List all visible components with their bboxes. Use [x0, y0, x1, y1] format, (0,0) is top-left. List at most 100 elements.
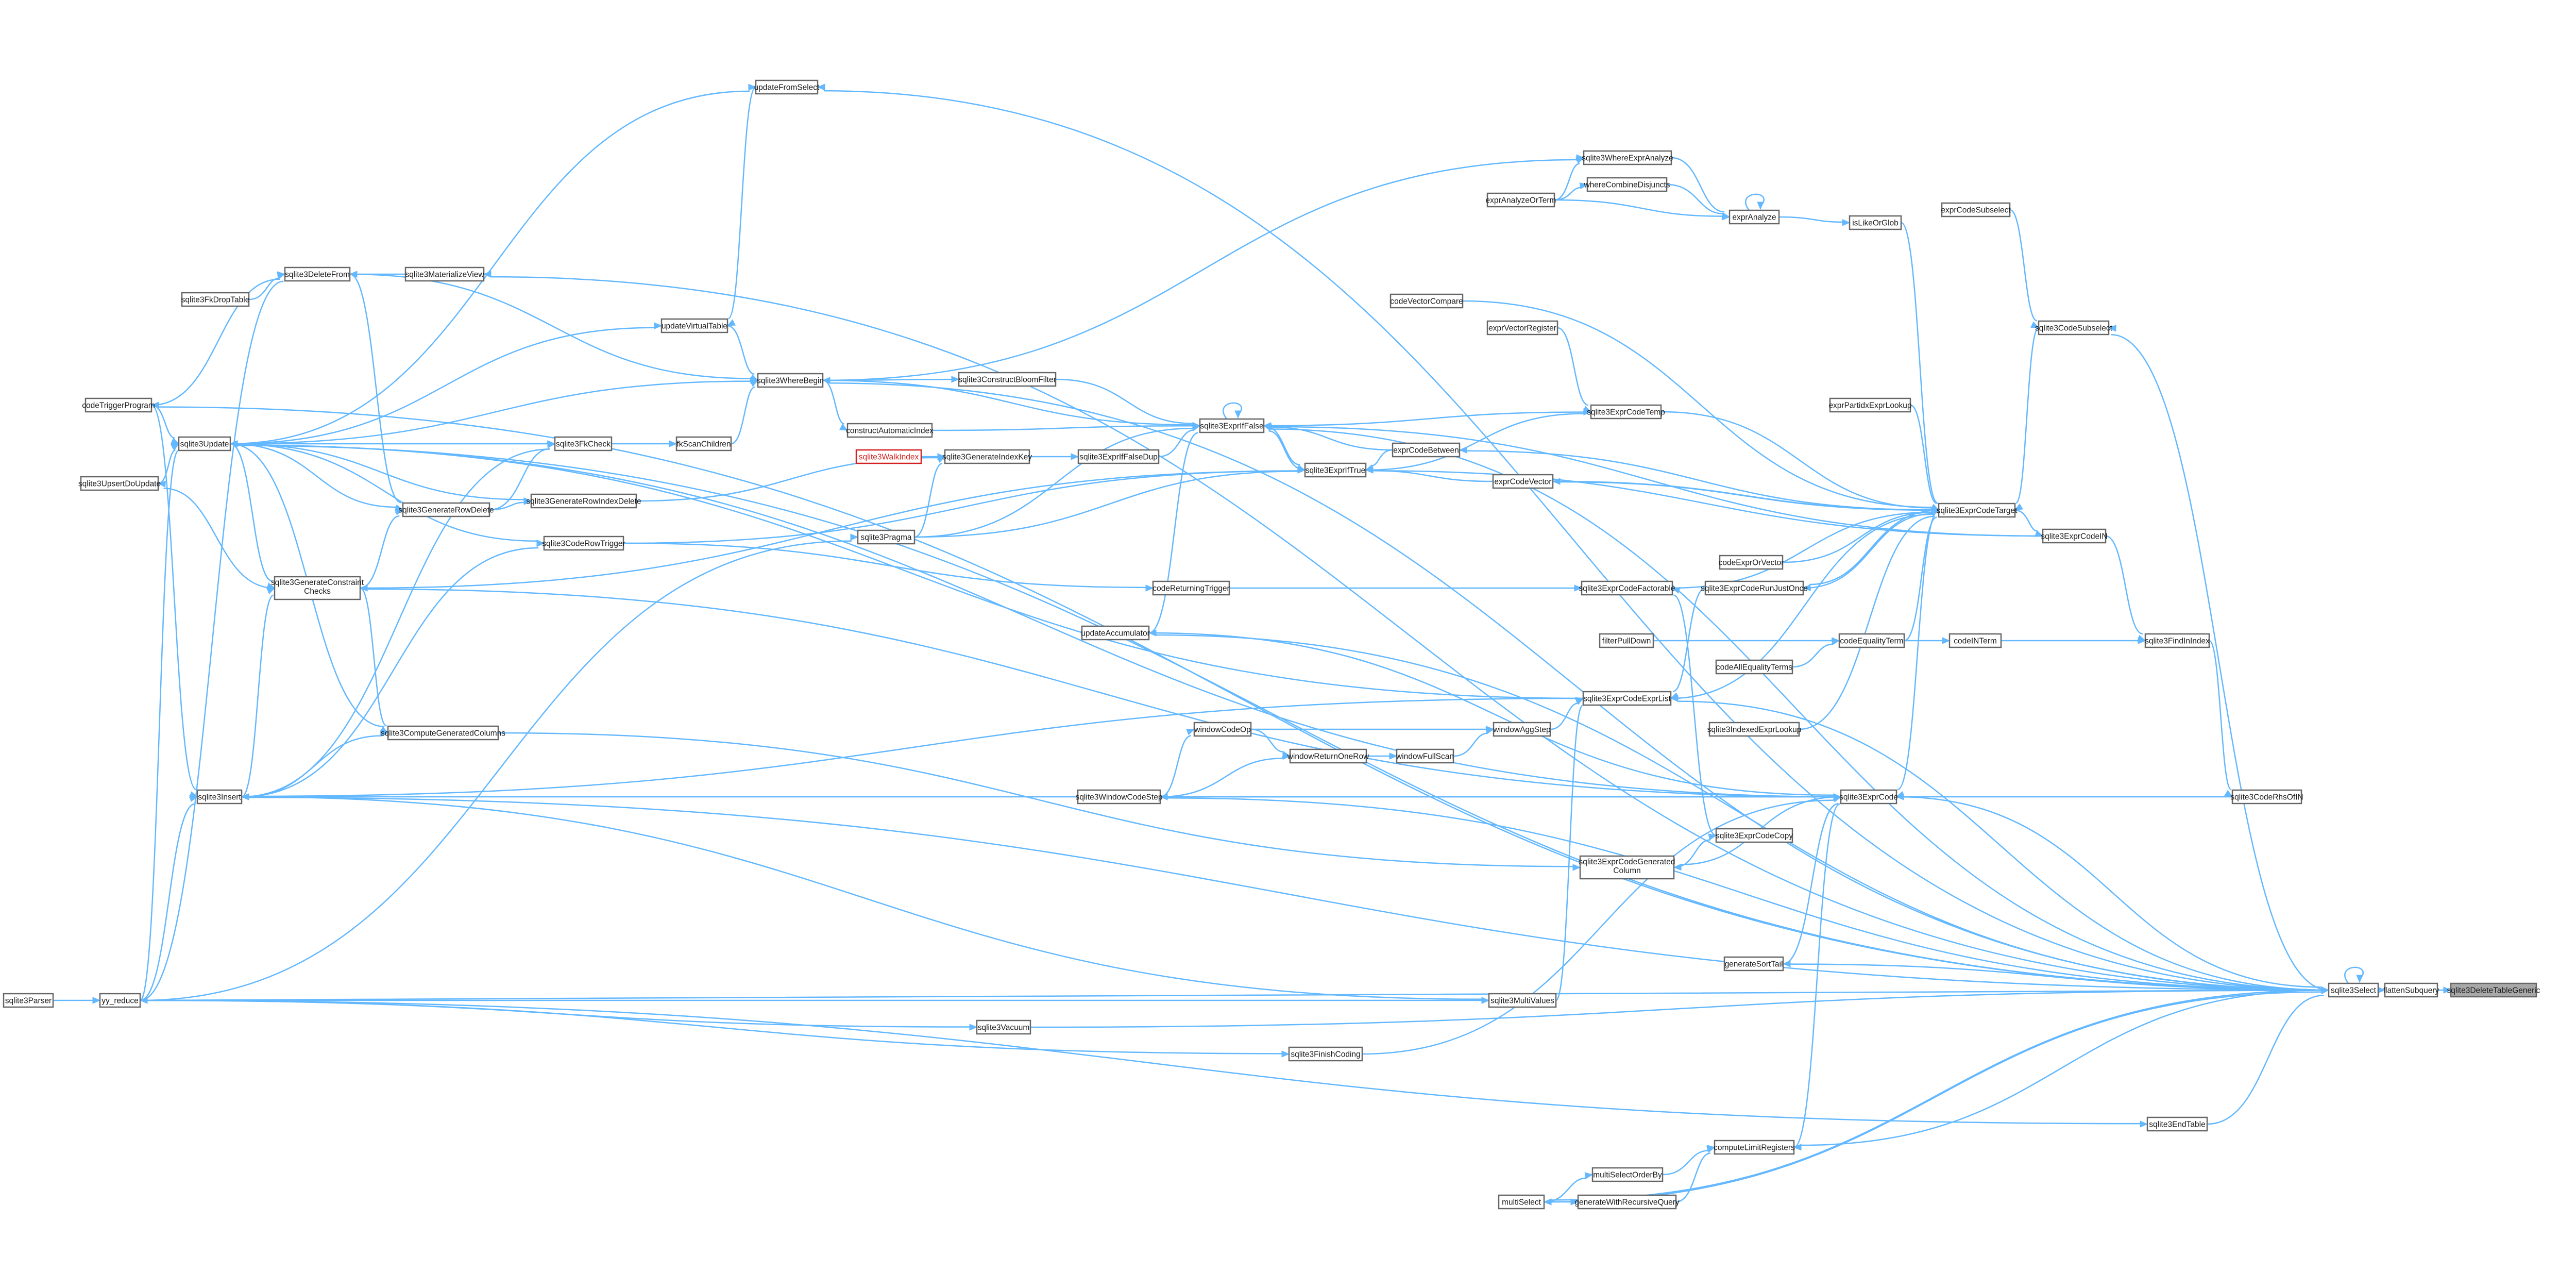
arrowhead-icon	[2108, 325, 2116, 332]
edge-window-code-op-to-window-return-one-row	[1250, 728, 1291, 758]
node-sqlite3-compute-generated-columns[interactable]: sqlite3ComputeGeneratedColumns	[381, 725, 505, 741]
node-sqlite3-expr-code-target[interactable]: sqlite3ExprCodeTarget	[1937, 503, 2018, 518]
node-sqlite3-fk-check[interactable]: sqlite3FkCheck	[554, 436, 613, 451]
node-sqlite3-construct-bloom-filter[interactable]: sqlite3ConstructBloomFilter	[958, 372, 1057, 387]
node-expr-code-subselect[interactable]: exprCodeSubselect	[1941, 202, 2011, 217]
node-label: codeEqualityTerm	[1840, 637, 1903, 646]
node-update-virtual-table[interactable]: updateVirtualTable	[660, 318, 728, 333]
node-box	[2450, 982, 2537, 998]
node-flatten-subquery[interactable]: flattenSubquery	[2383, 982, 2439, 998]
node-sqlite3-materialize-view[interactable]: sqlite3MaterializeView	[404, 266, 484, 282]
node-sqlite3-expr-code-copy[interactable]: sqlite3ExprCodeCopy	[1715, 828, 1793, 843]
arrowhead-icon	[2140, 1120, 2148, 1128]
node-sqlite3-multi-values[interactable]: sqlite3MultiValues	[1488, 993, 1557, 1008]
arrowhead-icon	[1365, 466, 1374, 474]
node-sqlite3-parser[interactable]: sqlite3Parser	[3, 993, 54, 1008]
node-box	[1193, 722, 1252, 737]
node-label: sqlite3GenerateIndexKey	[942, 453, 1032, 462]
node-expr-partidx-expr-lookup[interactable]: exprPartidxExprLookup	[1828, 397, 1912, 413]
node-sqlite3-expr-code-factorable[interactable]: sqlite3ExprCodeFactorable	[1579, 580, 1675, 596]
node-sqlite3-code-rhs-of-in[interactable]: sqlite3CodeRhsOfIN	[2230, 789, 2303, 805]
node-is-like-or-glob[interactable]: isLikeOrGlob	[1849, 215, 1902, 230]
node-window-return-one-row[interactable]: windowReturnOneRow	[1287, 748, 1369, 764]
node-code-equality-term[interactable]: codeEqualityTerm	[1838, 633, 1905, 648]
node-expr-code-vector[interactable]: exprCodeVector	[1492, 474, 1554, 489]
node-update-accumulator[interactable]: updateAccumulator	[1081, 625, 1150, 641]
node-window-code-op[interactable]: windowCodeOp	[1193, 722, 1252, 737]
node-sqlite3-walk-index[interactable]: sqlite3WalkIndex	[855, 449, 922, 464]
node-sqlite3-expr-code-run-just-once[interactable]: sqlite3ExprCodeRunJustOnce	[1701, 580, 1808, 596]
node-box	[1486, 192, 1555, 208]
node-generate-with-recursive-query[interactable]: generateWithRecursiveQuery	[1574, 1194, 1680, 1210]
arrowhead-icon	[229, 440, 238, 447]
edge-yy-reduce-to-sqlite3-multi-values	[140, 997, 1490, 1004]
node-sqlite3-upsert-do-update[interactable]: sqlite3UpsertDoUpdate	[78, 476, 161, 491]
node-sqlite3-find-in-index[interactable]: sqlite3FindInIndex	[2144, 633, 2210, 648]
node-code-expr-or-vector[interactable]: codeExprOrVector	[1719, 555, 1784, 570]
node-sqlite3-generate-index-key[interactable]: sqlite3GenerateIndexKey	[942, 449, 1032, 464]
node-sqlite3-finish-coding[interactable]: sqlite3FinishCoding	[1288, 1046, 1363, 1062]
node-sqlite3-expr-code-temp[interactable]: sqlite3ExprCodeTemp	[1587, 404, 1665, 420]
node-code-all-equality-terms[interactable]: codeAllEqualityTerms	[1715, 659, 1793, 675]
node-code-interm[interactable]: codeINTerm	[1948, 633, 2002, 648]
node-code-trigger-program[interactable]: codeTriggerProgram	[82, 397, 155, 413]
node-yy-reduce[interactable]: yy_reduce	[99, 993, 141, 1008]
node-filter-pull-down[interactable]: filterPullDown	[1599, 633, 1654, 648]
node-compute-limit-registers[interactable]: computeLimitRegisters	[1714, 1140, 1795, 1155]
node-generate-sort-tail[interactable]: generateSortTail	[1723, 956, 1784, 972]
edge-sqlite3-select-to-yy-reduce	[139, 989, 2329, 1004]
edge-update-virtual-table-to-sqlite3-where-begin	[727, 325, 759, 381]
node-expr-code-between[interactable]: exprCodeBetween	[1392, 442, 1461, 458]
node-fk-scan-children[interactable]: fkScanChildren	[675, 436, 732, 451]
node-multi-select-order-by[interactable]: multiSelectOrderBy	[1591, 1167, 1664, 1182]
node-box	[284, 266, 351, 282]
node-sqlite3-expr-code[interactable]: sqlite3ExprCode	[1839, 789, 1898, 805]
arrowhead-icon	[1673, 863, 1682, 871]
node-sqlite3-window-code-step[interactable]: sqlite3WindowCodeStep	[1076, 789, 1163, 805]
node-sqlite3-fk-drop-table[interactable]: sqlite3FkDropTable	[181, 292, 250, 307]
edge-update-accumulator-to-sqlite3-expr-if-false	[1148, 424, 1201, 634]
node-sqlite3-expr-if-true[interactable]: sqlite3ExprIfTrue	[1304, 462, 1367, 478]
node-sqlite3-insert[interactable]: sqlite3Insert	[196, 789, 243, 805]
arrowhead-icon	[1842, 219, 1851, 226]
edge-sqlite3-code-row-trigger-to-code-returning-trigger	[623, 542, 1154, 592]
node-multi-select[interactable]: multiSelect	[1498, 1194, 1545, 1210]
node-where-combine-disjuncts[interactable]: whereCombineDisjuncts	[1583, 177, 1670, 192]
node-code-vector-compare[interactable]: codeVectorCompare	[1389, 293, 1464, 309]
node-sqlite3-expr-if-false[interactable]: sqlite3ExprIfFalse	[1199, 418, 1265, 433]
node-sqlite3-delete-from[interactable]: sqlite3DeleteFrom	[284, 266, 351, 282]
node-expr-analyze[interactable]: exprAnalyze	[1728, 209, 1780, 225]
arrowhead-icon	[150, 401, 159, 409]
node-sqlite3-generate-row-delete[interactable]: sqlite3GenerateRowDelete	[398, 502, 494, 517]
edge-sqlite3-pragma-to-sqlite3-generate-index-key	[914, 456, 946, 538]
node-window-agg-step[interactable]: windowAggStep	[1493, 722, 1551, 737]
node-root[interactable]: sqlite3DeleteTableGeneric	[2447, 982, 2540, 998]
node-construct-automatic-index[interactable]: constructAutomaticIndex	[846, 423, 934, 438]
node-expr-analyze-or-term[interactable]: exprAnalyzeOrTerm	[1486, 192, 1556, 208]
node-sqlite3-select[interactable]: sqlite3Select	[2328, 982, 2379, 998]
node-window-full-scan[interactable]: windowFullScan	[1396, 748, 1454, 764]
node-label: exprVectorRegister	[1488, 324, 1556, 333]
arrowhead-icon	[2138, 637, 2146, 644]
node-sqlite3-update[interactable]: sqlite3Update	[178, 436, 231, 451]
node-expr-vector-register[interactable]: exprVectorRegister	[1486, 320, 1558, 336]
edge-expr-analyze-to-is-like-or-glob	[1778, 216, 1851, 226]
node-sqlite3-code-row-trigger[interactable]: sqlite3CodeRowTrigger	[542, 535, 625, 551]
node-sqlite3-generate-row-index-delete[interactable]: sqlite3GenerateRowIndexDelete	[526, 493, 641, 509]
node-code-returning-trigger[interactable]: codeReturningTrigger	[1152, 580, 1230, 596]
node-sqlite3-where-begin[interactable]: sqlite3WhereBegin	[757, 373, 824, 388]
node-sqlite3-pragma[interactable]: sqlite3Pragma	[857, 529, 916, 545]
node-sqlite3-end-table[interactable]: sqlite3EndTable	[2146, 1116, 2208, 1132]
edge-sqlite3-parser-to-yy-reduce	[53, 997, 101, 1004]
node-sqlite3-where-expr-analyze[interactable]: sqlite3WhereExprAnalyze	[1582, 150, 1673, 165]
node-sqlite3-expr-code-expr-list[interactable]: sqlite3ExprCodeExprList	[1582, 691, 1672, 706]
node-sqlite3-indexed-expr-lookup[interactable]: sqlite3IndexedExprLookup	[1707, 722, 1802, 737]
node-sqlite3-expr-code-in[interactable]: sqlite3ExprCodeIN	[2041, 528, 2108, 544]
node-sqlite3-code-subselect[interactable]: sqlite3CodeSubselect	[2035, 320, 2113, 336]
node-sqlite3-expr-if-false-dup[interactable]: sqlite3ExprIfFalseDup	[1077, 449, 1160, 464]
node-update-from-select[interactable]: updateFromSelect	[754, 79, 820, 95]
node-sqlite3-vacuum[interactable]: sqlite3Vacuum	[976, 1019, 1031, 1035]
edge-yy-reduce-to-sqlite3-vacuum	[140, 999, 978, 1031]
